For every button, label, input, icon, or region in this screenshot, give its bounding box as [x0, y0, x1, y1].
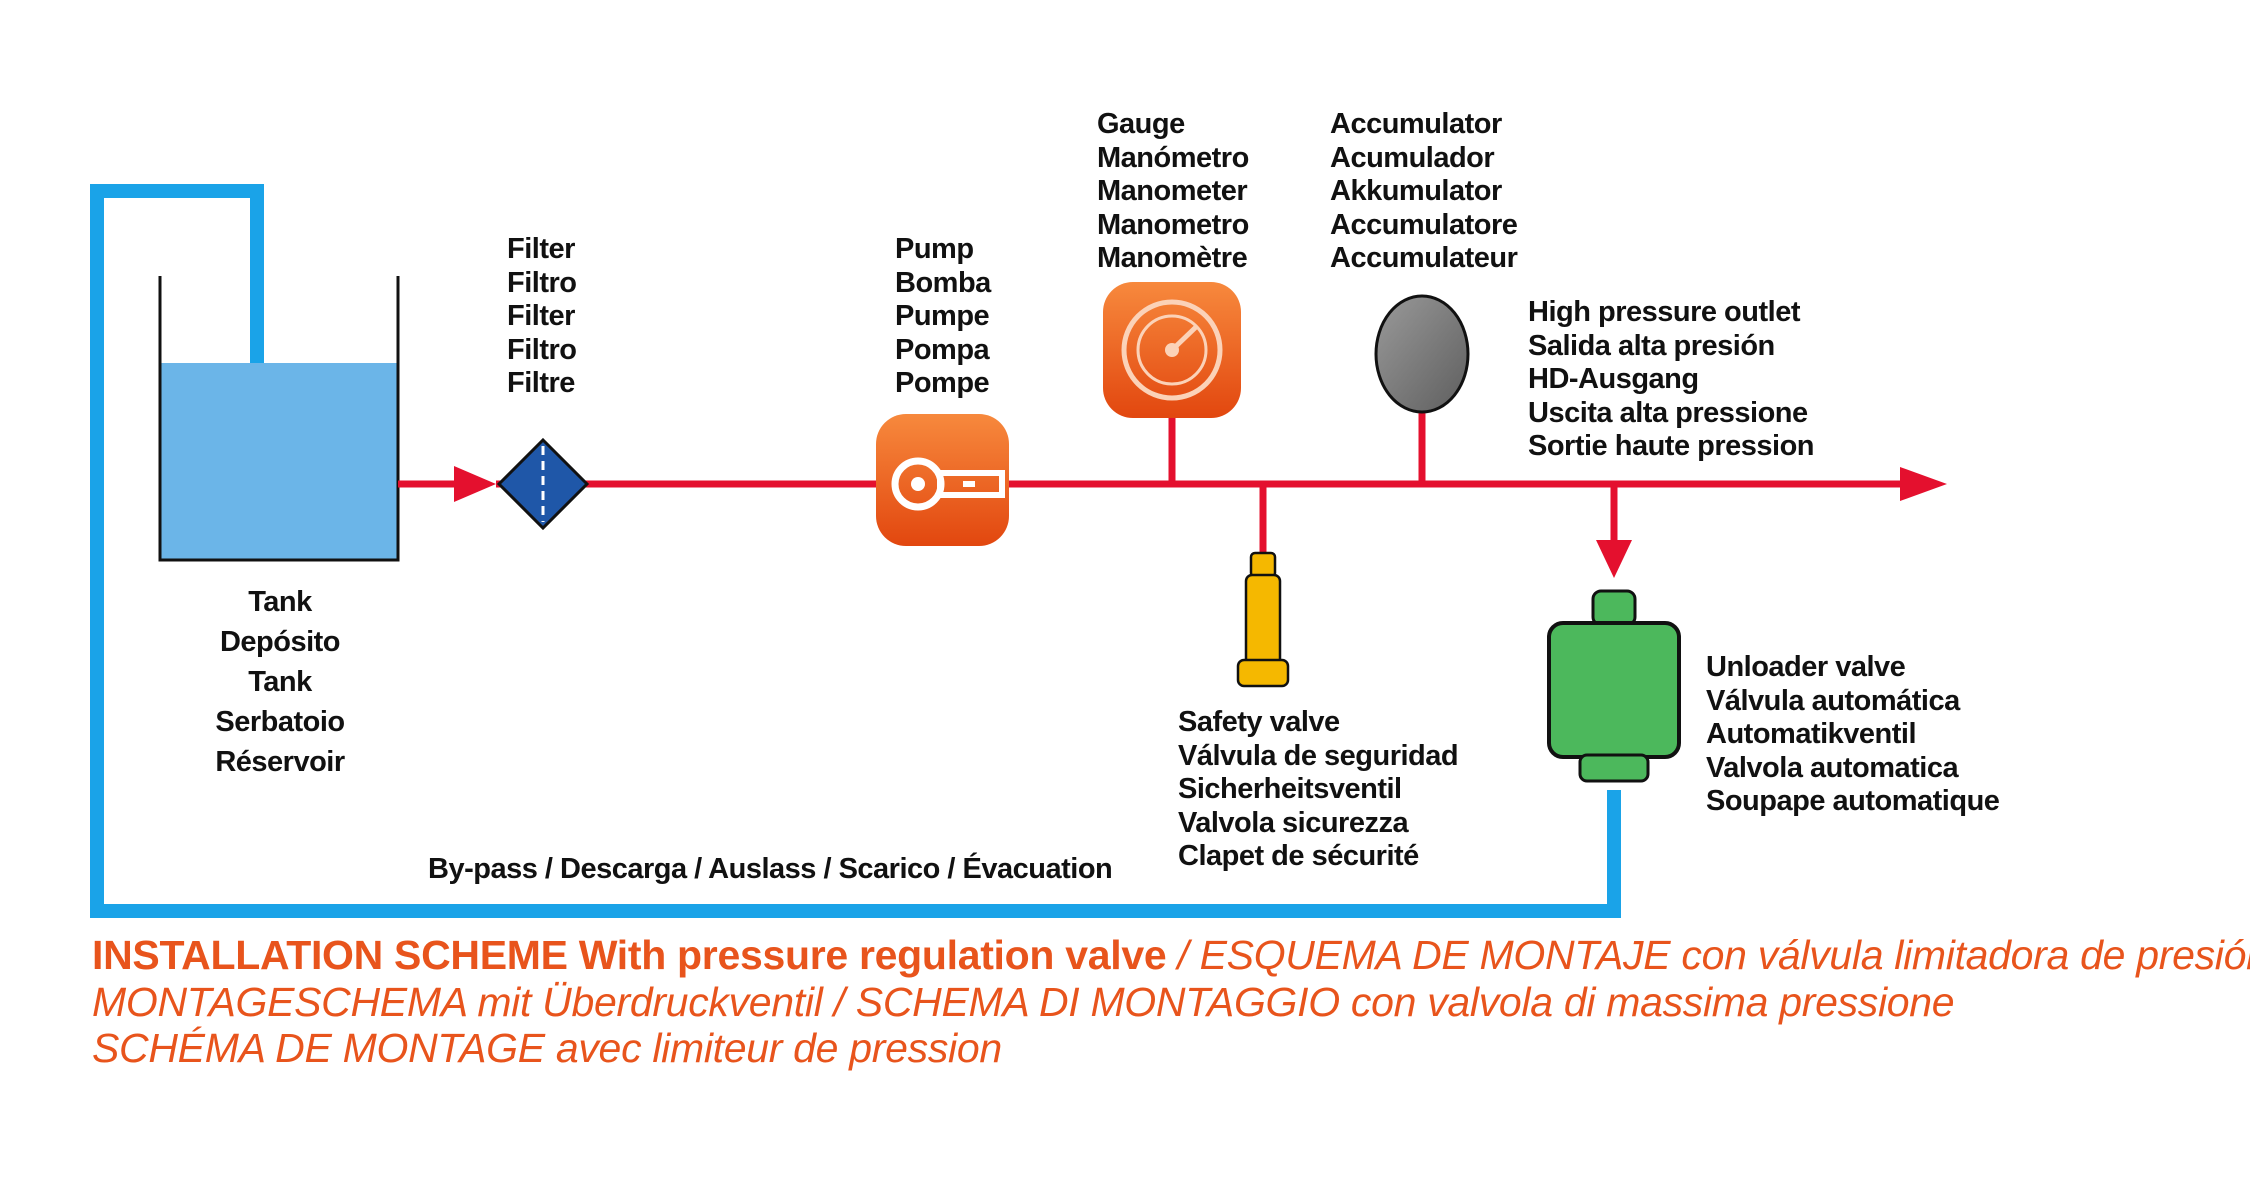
unloader-valve-label-es: Válvula automática [1706, 684, 1960, 717]
pump-icon [876, 414, 1009, 546]
unloader-valve-label-de: Automatikventil [1706, 718, 1917, 750]
unloader-valve-label: Unloader valve Válvula automática Automa… [1706, 651, 2000, 819]
caption-line-3: SCHÉMA DE MONTAGE avec limiteur de press… [92, 1025, 1002, 1071]
accumulator-label-it: Accumulatore [1330, 208, 1518, 241]
outlet-label-es: Salida alta presión [1528, 329, 1775, 362]
pump-label-fr: Pompe [895, 367, 990, 399]
safety-valve-label-en: Safety valve [1178, 706, 1340, 738]
tank [158, 276, 400, 562]
accumulator-label: Accumulator Acumulador Akkumulator Accum… [1330, 108, 1518, 276]
tank-walls [158, 276, 400, 562]
caption-title: INSTALLATION SCHEME With pressure regula… [92, 932, 1167, 978]
pump-label-es: Bomba [895, 266, 991, 299]
outlet-label-en: High pressure outlet [1528, 296, 1801, 328]
outlet-label-fr: Sortie haute pression [1528, 430, 1815, 462]
filter-label-it: Filtro [507, 333, 577, 366]
safety-valve-label-es: Válvula de seguridad [1178, 739, 1459, 772]
gauge-label-en: Gauge [1097, 108, 1185, 140]
pump-label-de: Pumpe [895, 300, 990, 332]
pump-label: Pump Bomba Pumpe Pompa Pompe [895, 233, 991, 401]
pump-label-it: Pompa [895, 333, 990, 366]
tank-label: Tank Depósito Tank Serbatoio Réservoir [180, 582, 380, 782]
caption-line-1: INSTALLATION SCHEME With pressure regula… [92, 932, 2250, 979]
tank-label-en: Tank [248, 586, 312, 618]
safety-valve-label: Safety valve Válvula de seguridad Sicher… [1178, 706, 1459, 874]
outlet-label-de: HD-Ausgang [1528, 363, 1699, 395]
caption-line-1-rest: / ESQUEMA DE MONTAJE con válvula limitad… [1166, 932, 2250, 978]
outlet-label: High pressure outlet Salida alta presión… [1528, 296, 1815, 464]
gauge-label-it: Manometro [1097, 208, 1249, 241]
accumulator-label-de: Akkumulator [1330, 175, 1502, 207]
bypass-label: By-pass / Descarga / Auslass / Scarico /… [428, 853, 1113, 885]
tank-label-fr: Réservoir [215, 746, 345, 778]
safety-valve-label-it: Valvola sicurezza [1178, 806, 1409, 839]
caption-line-2: MONTAGESCHEMA mit Überdruckventil / SCHE… [92, 978, 1955, 1025]
outlet-arrow-icon [1900, 467, 1947, 501]
filter-label: Filter Filtro Filter Filtro Filtre [507, 233, 577, 401]
gauge-label: Gauge Manómetro Manometer Manometro Mano… [1097, 108, 1249, 276]
unloader-valve-label-it: Valvola automatica [1706, 751, 1959, 784]
unloader-valve-label-fr: Soupape automatique [1706, 785, 2000, 817]
pressure-gauge-icon [1103, 282, 1241, 418]
tank-label-it: Serbatoio [215, 706, 345, 738]
filter-label-es: Filtro [507, 266, 577, 299]
safety-valve-label-de: Sicherheitsventil [1178, 773, 1402, 805]
unloader-valve-label-en: Unloader valve [1706, 651, 1906, 683]
safety-valve-icon [1236, 551, 1290, 688]
installation-caption: INSTALLATION SCHEME With pressure regula… [92, 932, 2250, 1072]
tank-label-de: Tank [248, 666, 312, 698]
filter-label-en: Filter [507, 233, 575, 265]
outlet-label-it: Uscita alta pressione [1528, 396, 1808, 429]
filter-label-fr: Filtre [507, 367, 575, 399]
tank-label-es: Depósito [219, 626, 341, 658]
gauge-label-fr: Manomètre [1097, 242, 1248, 274]
pump-label-en: Pump [895, 233, 974, 265]
filter-label-de: Filter [507, 300, 575, 332]
safety-valve-label-fr: Clapet de sécurité [1178, 840, 1419, 872]
accumulator-label-en: Accumulator [1330, 108, 1502, 140]
unloader-arrow-icon [1596, 540, 1632, 578]
tank-fluid [160, 363, 397, 560]
accumulator-label-es: Acumulador [1330, 141, 1495, 174]
gauge-label-de: Manometer [1097, 175, 1248, 207]
accumulator-icon [1374, 294, 1470, 414]
gauge-label-es: Manómetro [1097, 141, 1249, 174]
accumulator-label-fr: Accumulateur [1330, 242, 1518, 274]
inlet-arrow [454, 466, 496, 502]
unloader-valve-icon [1547, 589, 1681, 783]
bypass-line [90, 184, 1621, 918]
filter-diamond-icon [496, 437, 590, 531]
